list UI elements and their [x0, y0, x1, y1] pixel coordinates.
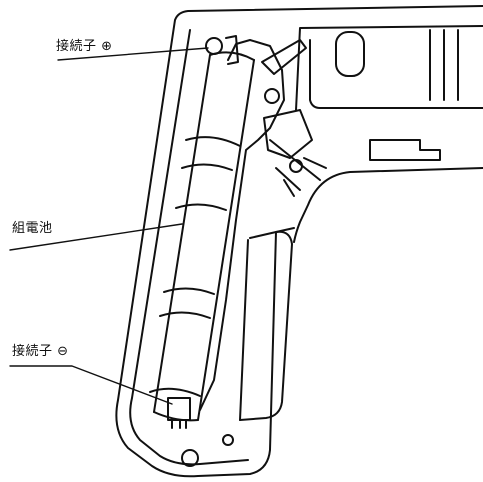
gear-block	[369, 139, 441, 161]
label-terminal-negative: 接続子 ⊖	[12, 344, 69, 359]
motor-ribs	[429, 29, 459, 101]
terminal-positive-screw	[205, 37, 223, 55]
battery-cell-seam-3	[163, 287, 215, 295]
motor-window	[335, 31, 365, 77]
battery-right-edge	[197, 59, 255, 421]
grip-inner-line	[239, 239, 249, 421]
terminal-negative-block	[167, 397, 191, 421]
leader-terminal-negative	[9, 365, 173, 405]
label-battery-pack: 組電池	[12, 221, 53, 236]
battery-cell-seam-1	[181, 163, 233, 171]
label-terminal-positive: 接続子 ⊕	[56, 39, 113, 54]
motor-housing	[295, 25, 483, 111]
battery-cell-seam-2	[175, 203, 227, 211]
pivot-upper	[264, 88, 280, 104]
base-screw	[181, 449, 199, 467]
housing-outline	[115, 5, 483, 478]
pivot-lower	[289, 159, 303, 173]
battery-cell-seam-4	[159, 311, 211, 319]
switch-lever	[261, 39, 307, 75]
side-screw	[222, 434, 234, 446]
wire-path	[199, 39, 285, 411]
grip-front-column	[239, 230, 293, 421]
leader-battery-pack	[9, 223, 183, 251]
battery-left-edge	[153, 54, 211, 413]
trigger-linkage	[263, 109, 313, 159]
battery-cell-top	[185, 136, 241, 147]
battery-cell-seam-5	[149, 387, 201, 397]
housing-inner-wall	[129, 29, 249, 466]
terminal-positive-clip	[225, 35, 239, 65]
leader-terminal-positive	[57, 47, 209, 61]
terminal-negative-tabs	[171, 419, 187, 429]
